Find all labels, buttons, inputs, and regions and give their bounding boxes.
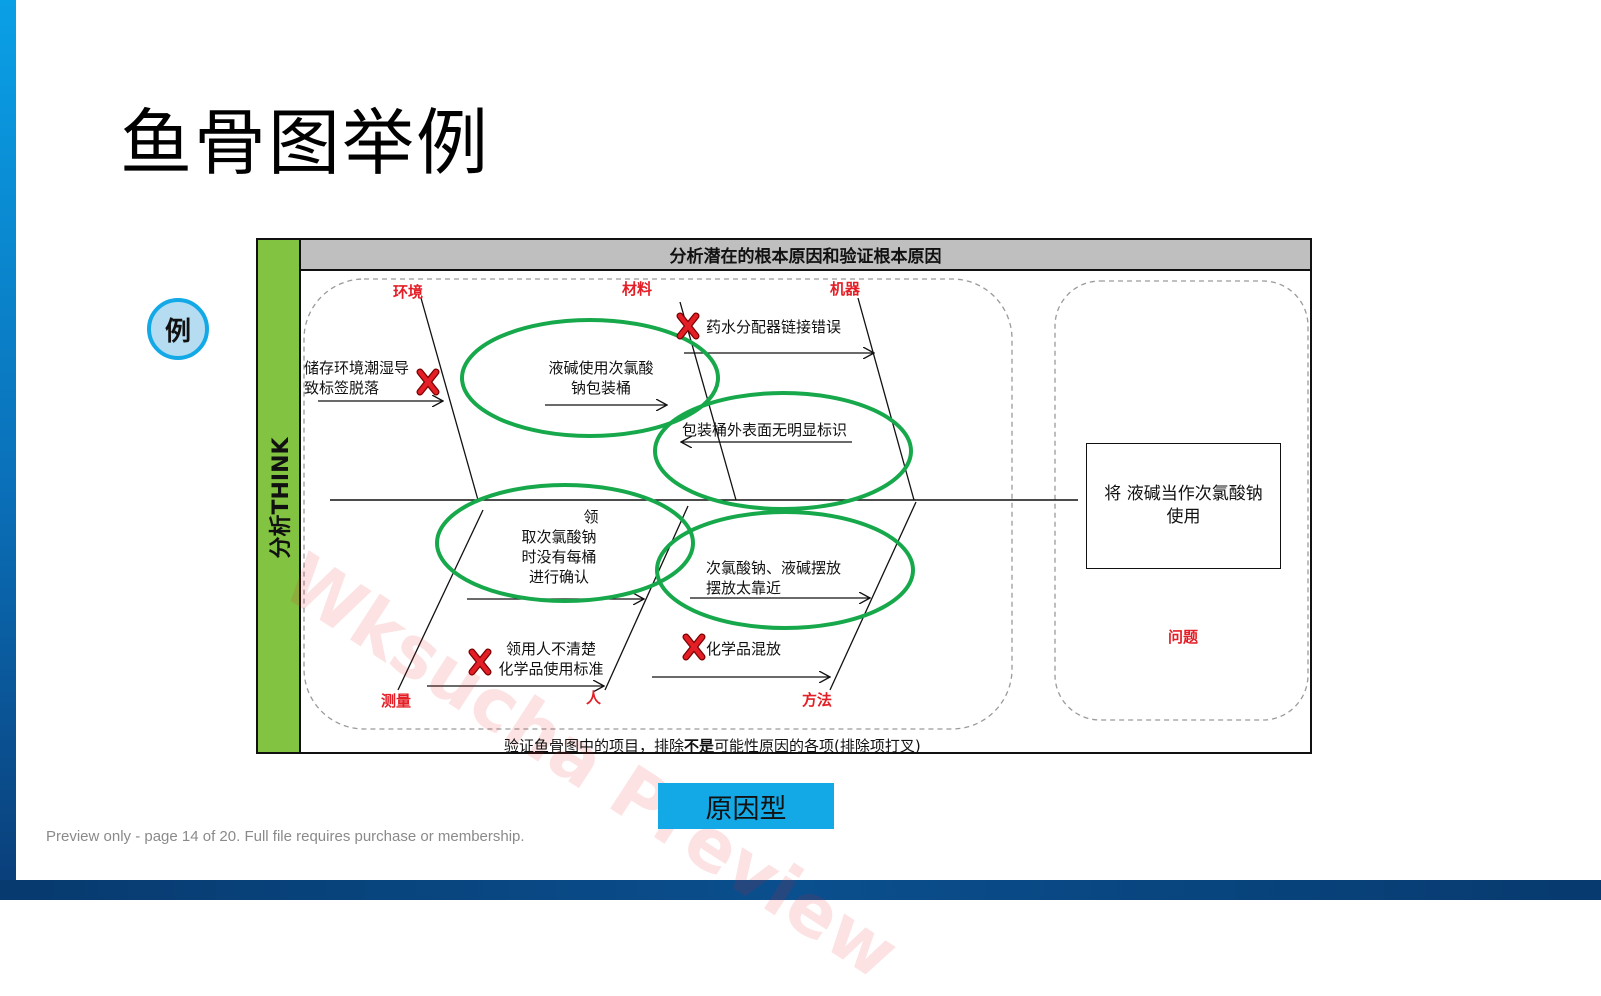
cause-people-1: 领 取次氯酸钠 时没有每桶 进行确认 [521,508,599,586]
bone-environment [420,297,479,501]
verification-footnote: 验证鱼骨图中的项目，排除不是可能性原因的各项(排除项打叉) [504,737,921,755]
bone-measurement [397,509,484,691]
cause-mach-1: 药水分配器链接错误 [706,318,842,336]
example-badge: 例 [147,298,209,360]
highlight-ellipse-machine [653,391,913,511]
preview-note: Preview only - page 14 of 20. Full file … [46,828,525,845]
category-people: 人 [586,689,602,707]
excluded-x-icon [468,648,492,676]
cause-env-1: 储存环境潮湿导 致标签脱落 [304,359,410,397]
fishbone-diagram [303,278,1309,730]
cause-method-2: 化学品混放 [706,640,782,658]
category-environment: 环境 [393,283,424,301]
highlight-ellipse-material [460,318,720,438]
bone-method [829,501,917,691]
problem-region [1054,280,1309,721]
category-measurement: 测量 [381,692,412,710]
causes-region [303,278,1013,730]
side-band: 分析THINK [258,240,301,752]
excluded-x-icon [682,633,706,661]
excluded-x-icon [676,312,700,340]
cause-mach-2: 包装桶外表面无明显标识 [682,421,848,439]
cause-people-2: 领用人不清楚 化学品使用标准 [498,640,604,678]
problem-statement: 将 液碱当作次氯酸钠使用 [1104,484,1263,527]
slide-title: 鱼骨图举例 [120,101,491,185]
left-accent-bar [0,0,16,900]
category-problem: 问题 [1168,628,1199,646]
cause-mat-1: 液碱使用次氯酸 钠包装桶 [548,359,654,397]
frame-header: 分析潜在的根本原因和验证根本原因 [301,240,1310,271]
bone-people [604,505,689,691]
excluded-x-icon [416,368,440,396]
bottom-accent-bar [0,880,1601,900]
highlight-ellipse-method [655,510,915,630]
cause-method-1: 次氯酸钠、液碱摆放 摆放太靠近 [706,559,842,597]
category-machine: 机器 [830,280,861,298]
category-material: 材料 [622,280,653,298]
highlight-ellipse-people [435,483,695,603]
problem-box: 将 液碱当作次氯酸钠使用 [1086,443,1281,569]
category-method: 方法 [802,691,833,709]
diagram-type-tag: 原因型 [658,783,834,829]
